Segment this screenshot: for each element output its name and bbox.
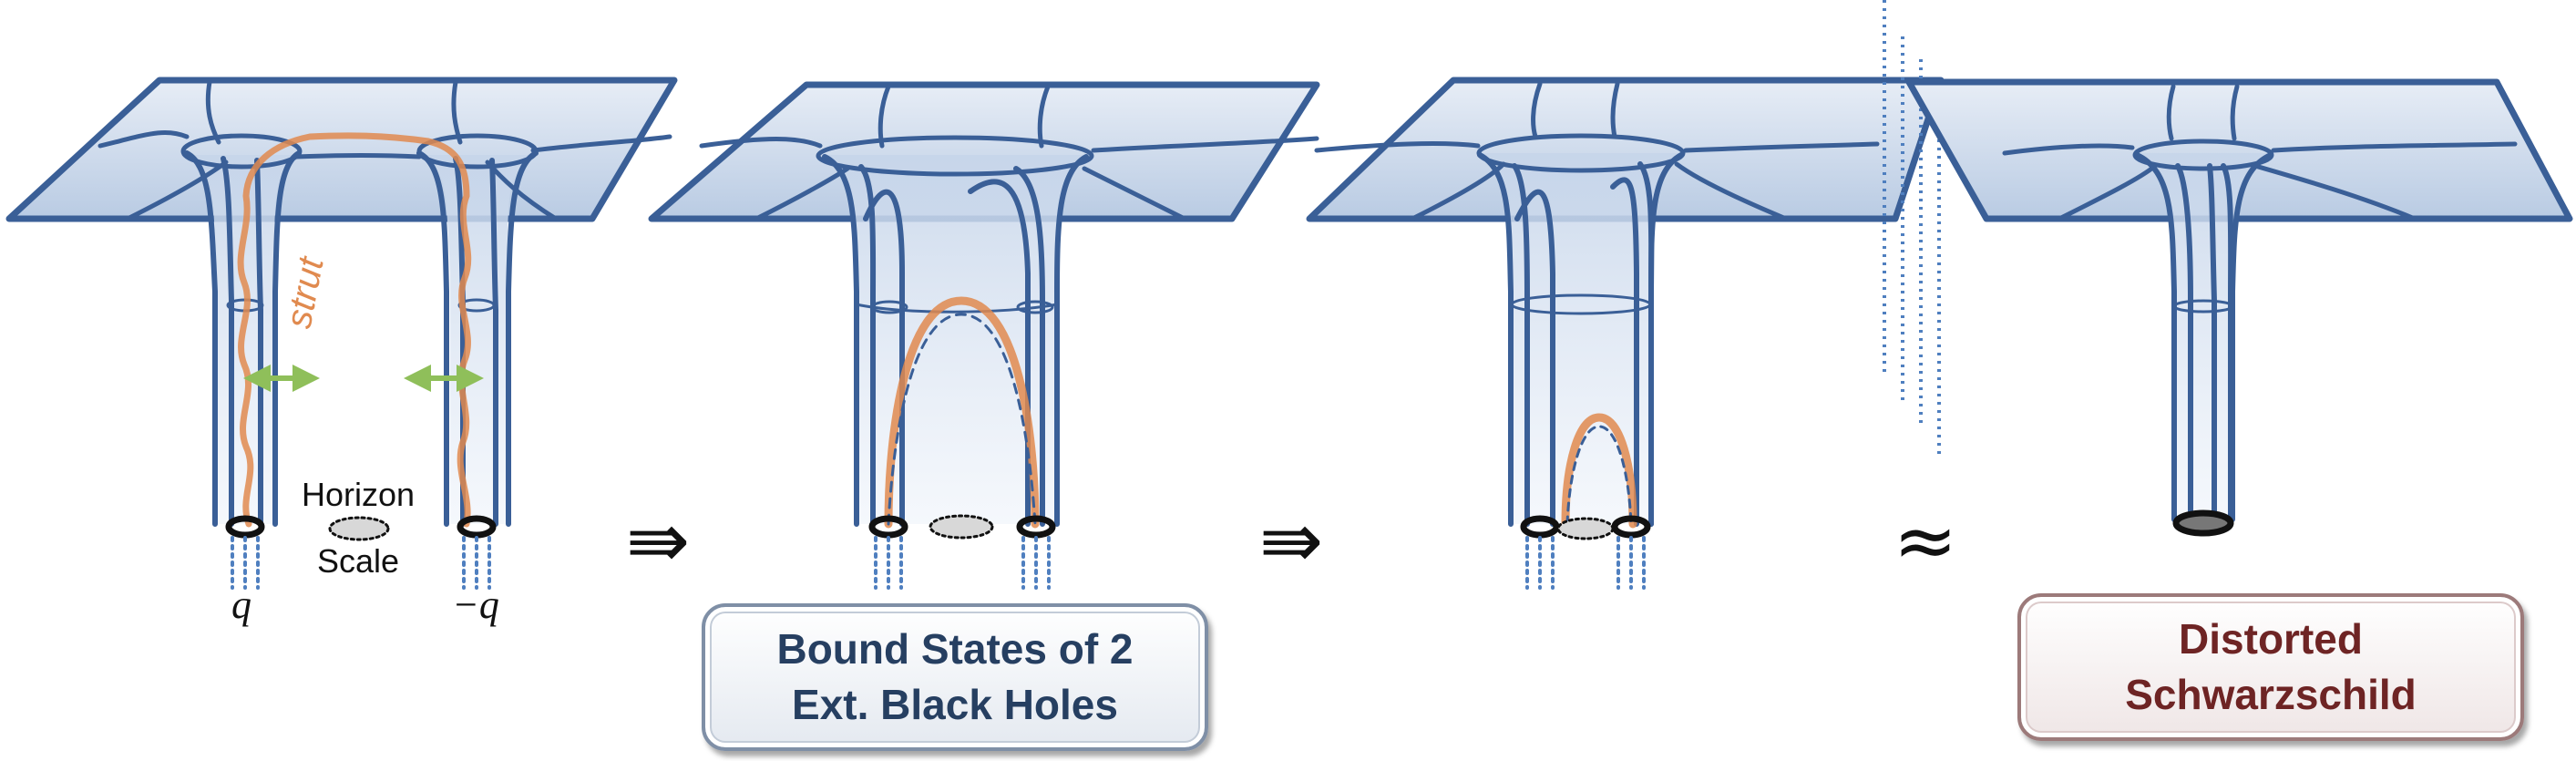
horizon-label-line1: Horizon (302, 476, 415, 513)
surface-sheet-4 (1905, 78, 2573, 222)
panel-separated-throats (5, 77, 678, 590)
charge-neg-q-label: −q (452, 582, 499, 627)
implies-arrow-1: ⇛ (626, 496, 690, 585)
tube-single-4 (2137, 153, 2269, 519)
horizon-label-line2: Scale (317, 542, 399, 580)
dotted-separator-lines (1883, 0, 1941, 456)
strut-arch-3 (1561, 413, 1637, 529)
surface-sheet-3 (1306, 77, 1945, 222)
bound-states-line1: Bound States of 2 (776, 625, 1134, 674)
strut-arch-2 (884, 296, 1040, 529)
approx-symbol: ≈ (1894, 496, 1957, 585)
strut-label: strut (279, 252, 332, 332)
tube-right-1 (424, 155, 530, 524)
tube-wide-2 (825, 155, 1089, 524)
distorted-line1: Distorted (2179, 615, 2363, 663)
tube-wide-3 (1481, 153, 1681, 524)
horizon-scale-ellipse (328, 516, 390, 541)
charge-q-label: q (231, 582, 251, 627)
surface-sheet-1 (5, 77, 678, 222)
implies-arrow-2: ⇛ (1259, 496, 1323, 585)
bound-states-line2: Ext. Black Holes (792, 681, 1118, 728)
bound-states-label-box: Bound States of 2 Ext. Black Holes (702, 603, 1208, 751)
distorted-line2: Schwarzschild (2125, 671, 2417, 718)
schwarzschild-horizon (2172, 509, 2234, 537)
panel-distorted-schwarzschild (1905, 78, 2573, 537)
panel-bound-state (648, 81, 1320, 590)
panel-close-bound-state (1306, 77, 1945, 590)
distorted-schwarzschild-label-box: Distorted Schwarzschild (2017, 593, 2524, 741)
